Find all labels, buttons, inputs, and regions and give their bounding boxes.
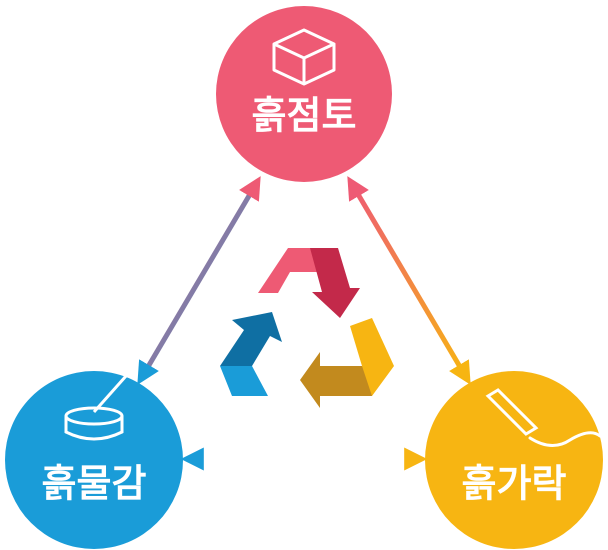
node-top-label: 흙점토 [252,94,357,138]
node-left-circle [5,371,183,549]
edge-top-right [347,176,471,385]
cube-icon [272,28,336,86]
node-left-label: 흙물감 [42,462,147,506]
node-top-circle [216,6,392,182]
node-right-circle [425,371,603,549]
node-right: 흙가락 [425,371,603,549]
node-left: 흙물감 [5,368,183,549]
node-top: 흙점토 [216,6,392,182]
node-right-label: 흙가락 [462,462,567,506]
chalk-stick-icon [485,388,602,447]
recycle-icon [220,248,394,408]
paint-dish-icon [64,368,133,441]
edge-top-left [137,176,261,385]
